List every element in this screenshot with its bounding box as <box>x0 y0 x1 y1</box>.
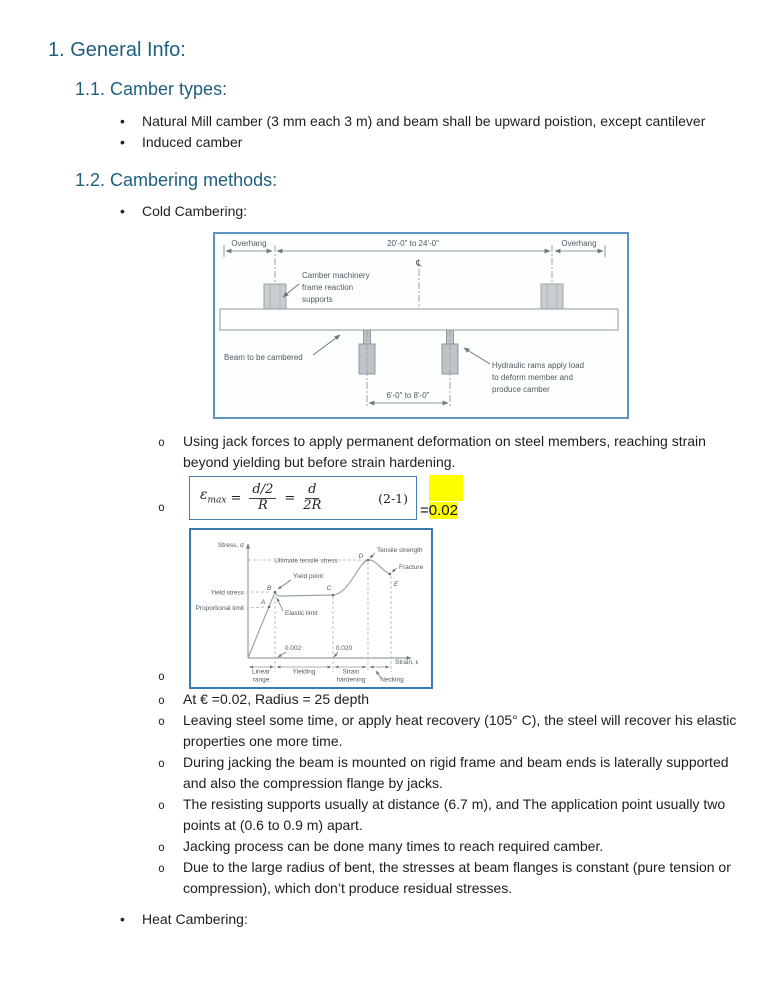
formula-lhs: εmax <box>200 486 227 506</box>
region-hardening-line1: Strain <box>343 669 360 676</box>
list-item-text: Natural Mill camber (3 mm each 3 m) and … <box>142 112 706 129</box>
point-b-label: B <box>267 585 272 592</box>
list-item-text: Induced camber <box>142 133 243 150</box>
equation-number: (2-1) <box>378 490 408 506</box>
strain-0002-label: 0.002 <box>285 645 302 652</box>
list-item-heat-cambering: Heat Cambering: <box>48 909 738 930</box>
stress-strain-diagram: Stress, σ Strain, ε <box>196 542 424 684</box>
yield-stress-label: Yield stress <box>211 590 245 597</box>
document-page: 1. General Info: 1.1. Camber types: Natu… <box>0 0 768 970</box>
machinery-label-line2: frame reaction <box>302 283 353 292</box>
highlight-column: =0.02 <box>420 475 463 520</box>
centerline-symbol: ℄ <box>415 258 422 268</box>
note-at-epsilon: At € =0.02, Radius = 25 depth <box>48 689 738 711</box>
highlight-prefix: = <box>420 502 429 520</box>
camber-rig-diagram: Overhang 20'-0" to 24'-0" Overhang ℄ Cam… <box>219 239 619 407</box>
region-yielding-label: Yielding <box>293 669 316 676</box>
list-item-text: Cold Cambering: <box>142 203 248 220</box>
heat-cambering-list: Heat Cambering: <box>48 909 738 930</box>
point-d-label: D <box>359 553 364 560</box>
stress-strain-figure: Stress, σ Strain, ε <box>189 528 433 690</box>
strain-0020-label: 0.020 <box>336 645 353 652</box>
elastic-limit-label: Elastic limit <box>285 610 318 617</box>
heading-general-info: 1. General Info: <box>48 39 186 61</box>
list-item-cold-cambering: Cold Cambering: <box>48 201 738 222</box>
note-text: Leaving steel some time, or apply heat r… <box>183 712 737 750</box>
fracture-label: Fracture <box>399 564 424 571</box>
note-text: Jacking process can be done many times t… <box>183 838 604 855</box>
tensile-strength-label: Tensile strength <box>377 547 423 554</box>
rams-label-line3: produce camber <box>492 385 550 394</box>
note-using-jack: Using jack forces to apply permanent def… <box>48 431 738 473</box>
note-resisting-supports: The resisting supports usually at distan… <box>48 794 738 836</box>
note-during-jacking: During jacking the beam is mounted on ri… <box>48 752 738 794</box>
machinery-label-line1: Camber machinery <box>302 271 370 280</box>
formula-row: εmax = d/2R = d2R (2-1) =0.02 <box>189 475 738 521</box>
note-stress-strain-figure: Stress, σ Strain, ε <box>48 528 738 690</box>
yield-point-label: Yield point <box>293 573 323 580</box>
list-item-text: Heat Cambering: <box>142 911 248 928</box>
point-c-label: C <box>327 585 332 592</box>
note-heat-recovery: Leaving steel some time, or apply heat r… <box>48 710 738 752</box>
region-linear-line1: Linear <box>252 669 271 676</box>
note-residual-stresses: Due to the large radius of bent, the str… <box>48 857 738 899</box>
camber-types-list: Natural Mill camber (3 mm each 3 m) and … <box>48 111 738 153</box>
highlight-block <box>429 475 463 502</box>
highlight-value-line: =0.02 <box>420 501 458 520</box>
x-axis-label: Strain, ε <box>395 659 419 666</box>
note-text: During jacking the beam is mounted on ri… <box>183 754 729 792</box>
heading-camber-types: 1.1. Camber types: <box>75 79 228 99</box>
region-necking-label: Necking <box>380 677 404 684</box>
note-text: At € =0.02, Radius = 25 depth <box>183 691 370 708</box>
note-jacking-process: Jacking process can be done many times t… <box>48 836 738 858</box>
equals-sign: = <box>230 490 242 506</box>
ultimate-tensile-stress-label: Ultimate tensile stress <box>274 558 338 565</box>
note-formula: εmax = d/2R = d2R (2-1) =0.02 <box>48 475 738 521</box>
machinery-label-line3: supports <box>302 295 333 304</box>
cold-cambering-notes-list: Using jack forces to apply permanent def… <box>48 431 738 899</box>
region-linear-line2: range <box>253 677 270 684</box>
rams-label-line1: Hydraulic rams apply load <box>492 361 584 370</box>
equals-sign: = <box>284 490 296 506</box>
camber-rig-figure: Overhang 20'-0" to 24'-0" Overhang ℄ Cam… <box>213 232 629 420</box>
note-text: The resisting supports usually at distan… <box>183 796 726 834</box>
cambering-methods-list: Cold Cambering: <box>48 201 738 222</box>
point-e-label: E <box>394 581 399 588</box>
list-item: Natural Mill camber (3 mm each 3 m) and … <box>48 111 738 132</box>
beam-label: Beam to be cambered <box>224 353 303 362</box>
ram-spacing-label: 6'-0" to 8'-0" <box>387 391 430 400</box>
highlighted-value: 0.02 <box>428 502 458 520</box>
note-text: Due to the large radius of bent, the str… <box>183 859 731 897</box>
list-item: Induced camber <box>48 132 738 153</box>
span-label: 20'-0" to 24'-0" <box>387 239 439 248</box>
note-text: Using jack forces to apply permanent def… <box>183 433 706 471</box>
region-hardening-line2: hardening <box>337 677 366 684</box>
strain-formula-image: εmax = d/2R = d2R (2-1) <box>189 476 417 521</box>
overhang-right-label: Overhang <box>561 239 596 248</box>
proportional-limit-label: Proportional limit <box>196 605 245 612</box>
overhang-left-label: Overhang <box>231 239 266 248</box>
point-a-label: A <box>260 599 265 606</box>
rams-label-line2: to deform member and <box>492 373 573 382</box>
heading-cambering-methods: 1.2. Cambering methods: <box>75 169 278 190</box>
y-axis-label: Stress, σ <box>218 542 244 549</box>
